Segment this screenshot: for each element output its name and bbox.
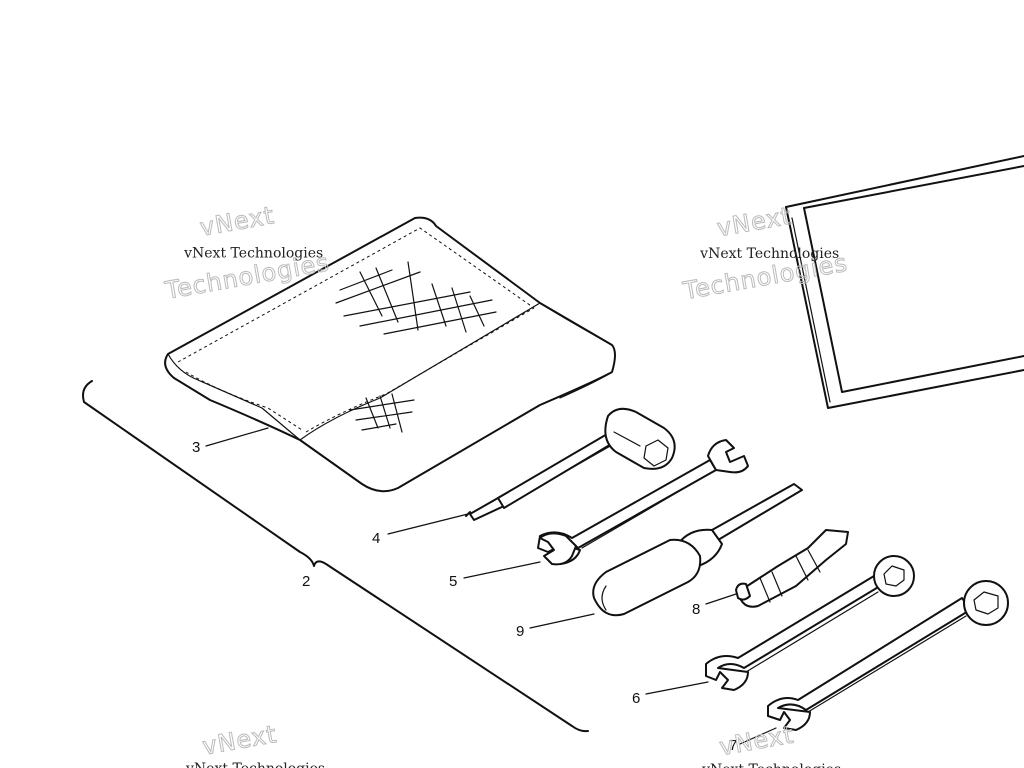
combination-wrench-7 xyxy=(767,580,1009,731)
svg-text:vNext Technologies: vNext Technologies xyxy=(183,245,323,261)
tool-pouch xyxy=(164,216,616,493)
watermark-top-right: vNext Technologies vNext Technologies xyxy=(680,201,850,306)
kit-bracket xyxy=(82,380,589,733)
callout-7: 7 xyxy=(729,737,737,754)
callout-4: 4 xyxy=(372,530,380,547)
watermark-bottom-left: vNext vNext Technologies xyxy=(185,719,325,768)
svg-text:vNext: vNext xyxy=(715,202,794,243)
callout-9: 9 xyxy=(516,623,524,640)
driver-bit xyxy=(735,529,849,608)
svg-text:vNext Technologies: vNext Technologies xyxy=(701,762,841,768)
callout-8: 8 xyxy=(692,601,700,618)
svg-text:vNext: vNext xyxy=(198,201,277,242)
callout-6: 6 xyxy=(632,690,640,707)
svg-text:vNext Technologies: vNext Technologies xyxy=(699,246,839,262)
box-wrench xyxy=(465,407,676,521)
callout-3: 3 xyxy=(192,439,200,456)
screwdriver xyxy=(592,483,803,617)
leader-lines xyxy=(205,427,777,745)
svg-text:vNext: vNext xyxy=(200,720,279,761)
watermark-bottom-right: vNext vNext Technologies xyxy=(701,720,841,768)
callout-5: 5 xyxy=(449,573,457,590)
svg-text:vNext: vNext xyxy=(717,721,796,762)
svg-text:vNext Technologies: vNext Technologies xyxy=(185,761,325,768)
manual-frame xyxy=(785,155,1024,409)
callout-2: 2 xyxy=(302,573,310,590)
combination-wrench-6 xyxy=(705,555,915,691)
open-end-wrench xyxy=(537,439,749,566)
